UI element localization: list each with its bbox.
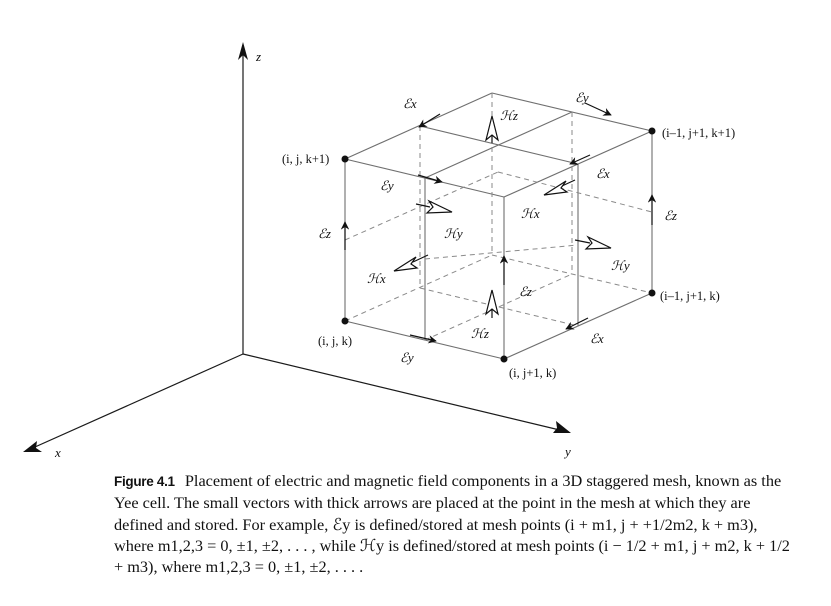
y-axis-label: y (563, 444, 571, 459)
label-ij1k: (i, j+1, k) (509, 366, 556, 380)
caption-text: Placement of electric and magnetic field… (114, 471, 790, 577)
z-axis-label: z (255, 49, 261, 64)
label-ez-left: ℰz (318, 226, 331, 241)
label-ex-right-top: ℰx (596, 166, 610, 181)
label-i1j1k: (i–1, j+1, k) (660, 289, 720, 303)
field-labels: ℰx ℰy ℋz ℰx ℰy ℋx ℋy ℰz ℰz ℋx ℋy ℰz ℋz ℰ… (318, 90, 677, 365)
node-i1j1k (648, 289, 656, 297)
ey-left-arrow (417, 174, 443, 184)
x-axis-label: x (54, 445, 61, 460)
ey-top-arrow (584, 102, 612, 116)
label-ex-top: ℰx (403, 96, 417, 111)
hx-left-arrow (393, 254, 429, 272)
label-ey-left: ℰy (380, 178, 394, 193)
yee-cell-diagram: z y x (23, 42, 735, 460)
coordinate-axes: z y x (23, 42, 571, 460)
label-ez-bottom: ℰz (519, 284, 532, 299)
ex-right-top-arrow (569, 154, 591, 165)
mesh-points: (i, j, k+1) (i–1, j+1, k+1) (i–1, j+1, k… (282, 126, 735, 380)
x-axis (25, 353, 244, 452)
label-hx-center: ℋx (521, 206, 540, 221)
cube-edges (344, 92, 653, 360)
hidden-edges (344, 93, 653, 341)
z-axis-arrowhead (238, 42, 248, 60)
hz-bottom-arrow (484, 289, 500, 318)
hy-right-arrow (574, 235, 612, 250)
label-ey-top: ℰy (575, 90, 589, 105)
label-hy-right: ℋy (611, 258, 630, 273)
magnetic-field-arrows (393, 115, 612, 318)
label-hy-left: ℋy (444, 226, 463, 241)
electric-field-arrows (340, 102, 657, 344)
label-ijk1: (i, j, k+1) (282, 152, 329, 166)
label-i1j1k1: (i–1, j+1, k+1) (662, 126, 735, 140)
node-ij1k (500, 355, 508, 363)
node-ijk (341, 317, 349, 325)
x-axis-arrowhead (23, 441, 42, 452)
figure-label: Figure 4.1 (114, 474, 175, 489)
hy-left-arrow (415, 199, 453, 214)
y-axis-arrowhead (553, 421, 571, 433)
node-i1j1k1 (648, 127, 656, 135)
ex-top-arrow (418, 113, 441, 128)
figure-caption: Figure 4.1 Placement of electric and mag… (114, 470, 794, 577)
ex-bottom-arrow (565, 317, 589, 330)
hx-center-arrow (543, 179, 576, 196)
label-ey-bottom: ℰy (400, 350, 414, 365)
label-ijk: (i, j, k) (318, 334, 352, 348)
label-hz-top: ℋz (500, 108, 518, 123)
label-hx-left: ℋx (367, 271, 386, 286)
label-ez-right: ℰz (664, 208, 677, 223)
hz-top-arrow (484, 115, 500, 143)
node-ijk1 (341, 155, 349, 163)
label-ex-bottom: ℰx (590, 331, 604, 346)
ey-bottom-arrow (409, 334, 437, 344)
label-hz-bottom: ℋz (471, 326, 489, 341)
y-axis (242, 353, 569, 433)
